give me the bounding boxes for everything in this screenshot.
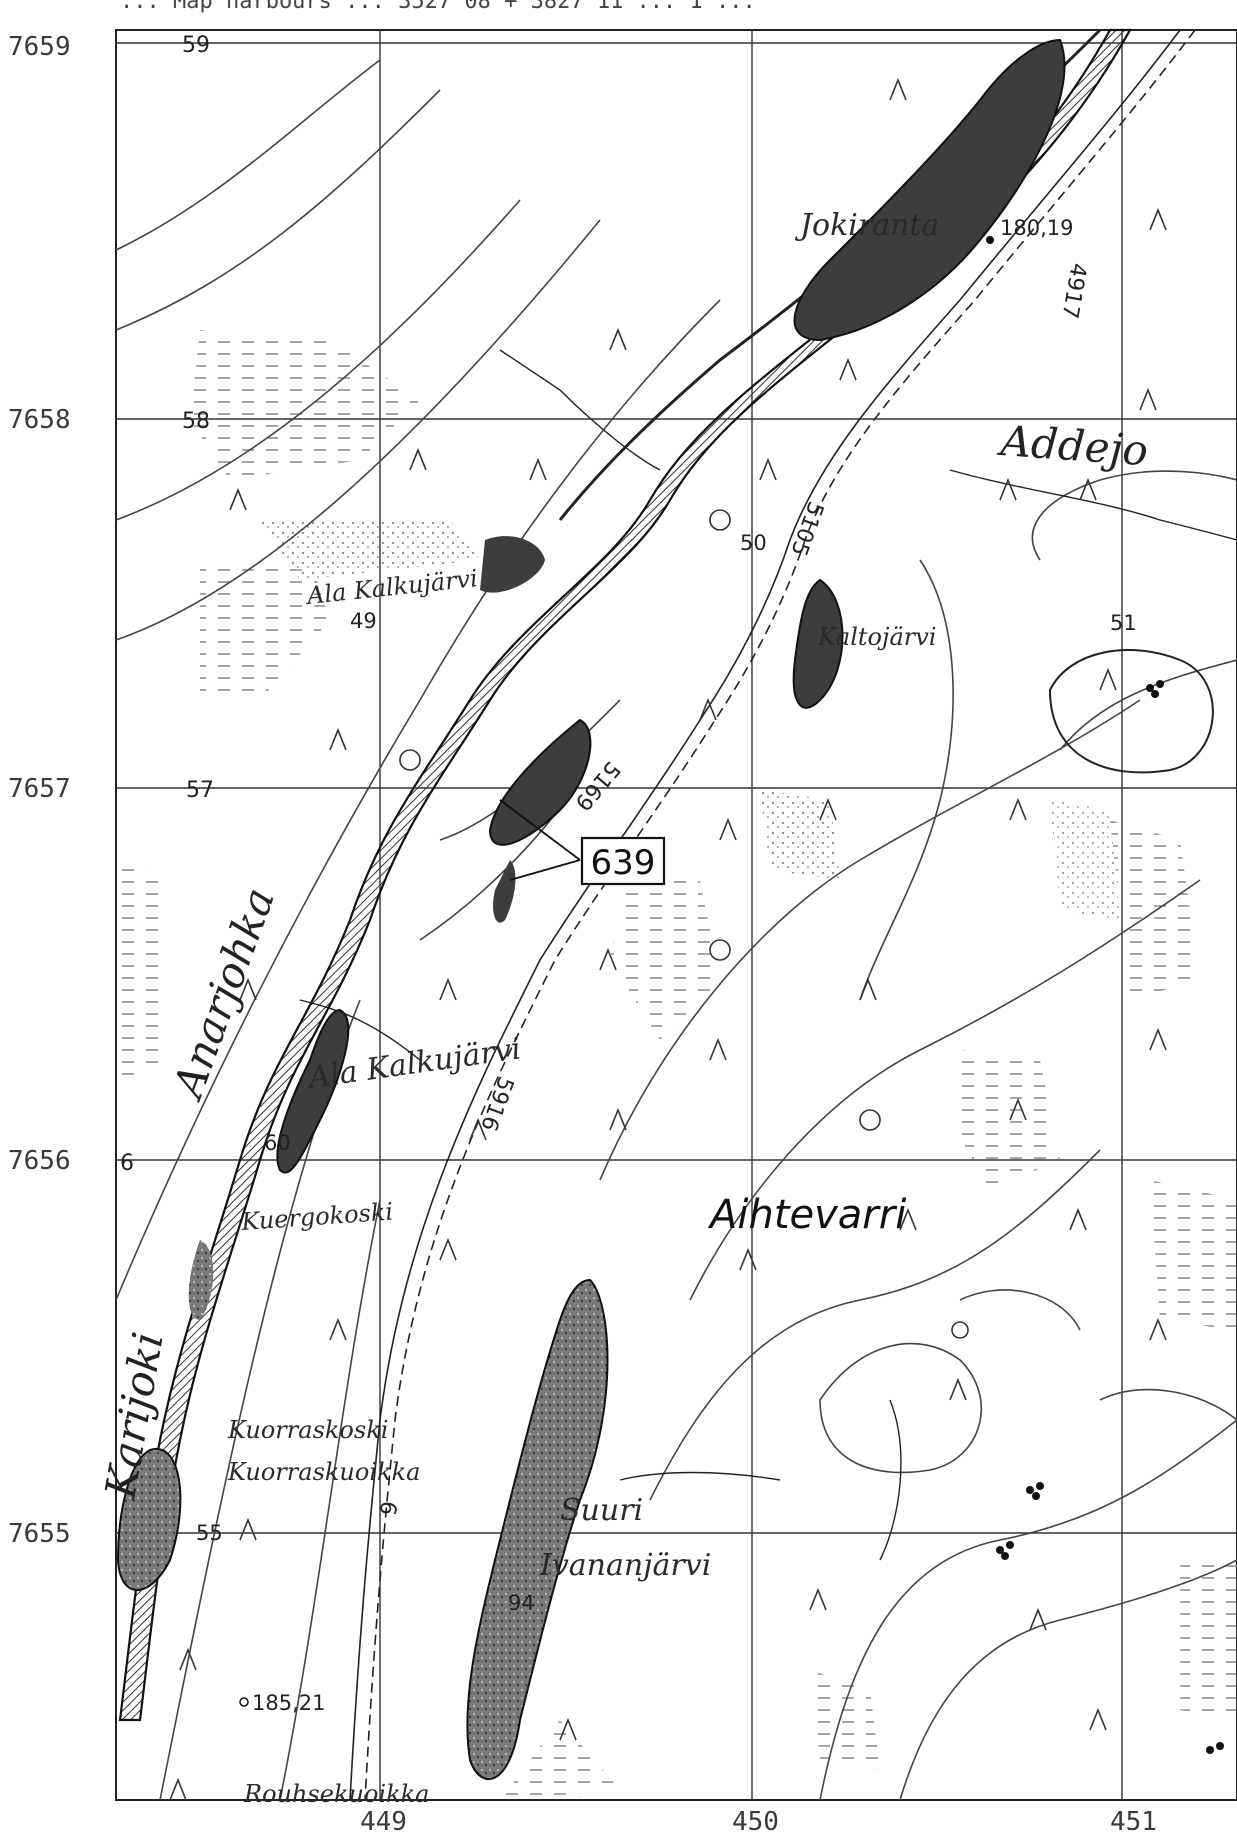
elevation-51: 51 xyxy=(1110,611,1137,635)
easting-451: 451 xyxy=(1110,1807,1157,1837)
road-label-5916: 5916 xyxy=(475,1073,518,1134)
place-jokiranta: Jokiranta xyxy=(794,208,939,243)
grid-label-59: 59 xyxy=(182,33,210,58)
lakes xyxy=(116,38,1066,1780)
place-ivananjarvi: Ivananjärvi xyxy=(539,1548,711,1583)
grid-label-6: 6 xyxy=(120,1151,134,1176)
place-suuri: Suuri xyxy=(560,1493,643,1528)
elevation-jokiranta: 180,19 xyxy=(1000,216,1073,240)
sand-areas xyxy=(260,520,1120,920)
northing-7659: 7659 xyxy=(8,32,71,62)
grid-minor-labels: 59 58 57 6 xyxy=(120,33,214,1176)
northing-labels: 7659 7658 7657 7656 7655 xyxy=(8,32,71,1549)
road-label-4917: 4917 xyxy=(1056,261,1090,320)
place-rouhsekuoikka: Rouhsekuoikka xyxy=(243,1780,429,1808)
elevation-50: 50 xyxy=(740,531,767,555)
easting-450: 450 xyxy=(732,1807,779,1837)
elevation-south: 185,21 xyxy=(252,1691,325,1715)
northing-7657: 7657 xyxy=(8,774,71,804)
elevation-60: 60 xyxy=(264,1131,291,1155)
place-kuorraskuoikka: Kuorraskuoikka xyxy=(227,1458,420,1486)
elevation-94: 94 xyxy=(508,1591,535,1615)
streams xyxy=(299,349,1237,1561)
grid-vertical xyxy=(379,30,1123,1800)
map-header-text: ... Map harbours ... 3527 08 + 3827 11 .… xyxy=(120,0,756,14)
northing-7655: 7655 xyxy=(8,1519,71,1549)
place-kuergokoski: Kuergokoski xyxy=(239,1197,393,1236)
marsh-areas xyxy=(120,330,1237,1800)
easting-449: 449 xyxy=(360,1807,407,1837)
grid-label-57: 57 xyxy=(186,778,214,803)
place-kuorraskoski: Kuorraskoski xyxy=(227,1416,388,1444)
route-number-label: 639 xyxy=(591,843,656,883)
grid-label-58: 58 xyxy=(182,409,210,434)
elevation-49: 49 xyxy=(350,609,377,633)
road-label-5105: 5105 xyxy=(785,498,828,559)
small-circles xyxy=(399,509,969,1339)
northing-7656: 7656 xyxy=(8,1146,71,1176)
river-addejohka: Addejo xyxy=(995,416,1149,475)
elevation-55: 55 xyxy=(196,1521,223,1545)
place-aihtevarri: Aihtevarri xyxy=(707,1192,906,1238)
river-anarjohka: Anarjohka xyxy=(162,881,284,1107)
forest-symbols xyxy=(169,77,1167,1801)
hilltop-contour xyxy=(1048,649,1214,774)
easting-labels: 449 450 451 xyxy=(360,1807,1157,1837)
map-frame xyxy=(115,29,1237,1801)
road-label-6: 6 xyxy=(374,1499,401,1517)
rock-symbols xyxy=(996,680,1224,1754)
route-marker: 639 xyxy=(499,799,666,886)
place-kaltojarvi: Kaltojärvi xyxy=(817,623,936,651)
elevation-points: 180,19 185,21 50 51 49 55 94 60 xyxy=(196,216,1137,1715)
road-labels: 4917 5105 5169 5916 6 xyxy=(374,261,1091,1517)
contour-lines xyxy=(115,59,1237,1801)
northing-7658: 7658 xyxy=(8,405,71,435)
